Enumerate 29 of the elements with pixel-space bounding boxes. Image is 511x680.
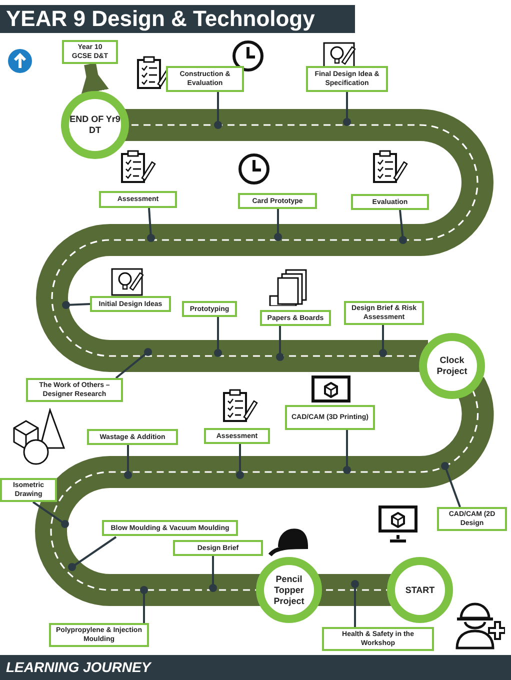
milestone-circle: Clock Project: [419, 333, 485, 399]
leader-line: [236, 444, 244, 479]
road: [35, 378, 494, 606]
leader-line: [124, 445, 132, 479]
leader-line: [441, 462, 461, 508]
leader-line: [214, 317, 222, 357]
leader-line: [276, 326, 284, 361]
road: [316, 574, 393, 606]
leader-line: [214, 92, 222, 129]
leader-line: [115, 348, 152, 379]
milestone-circle: END OF Yr9 DT: [61, 91, 129, 159]
leader-line: [351, 580, 359, 627]
leader-line: [343, 92, 351, 126]
milestone-circle: START: [387, 557, 453, 623]
leader-line: [68, 536, 117, 571]
leader-line: [62, 301, 90, 309]
road: [36, 109, 494, 372]
leader-line: [274, 209, 282, 241]
leader-line: [399, 210, 407, 244]
title-banner: YEAR 9 Design & Technology: [0, 5, 355, 33]
leader-line: [32, 501, 69, 528]
leader-line: [209, 556, 217, 592]
leader-line: [379, 325, 387, 357]
milestone-circle: Pencil Topper Project: [256, 557, 322, 623]
leader-line: [147, 208, 155, 242]
arrow: [81, 62, 109, 94]
footer-banner: LEARNING JOURNEY: [0, 655, 511, 680]
leader-line: [343, 430, 351, 474]
leader-line: [140, 586, 148, 623]
